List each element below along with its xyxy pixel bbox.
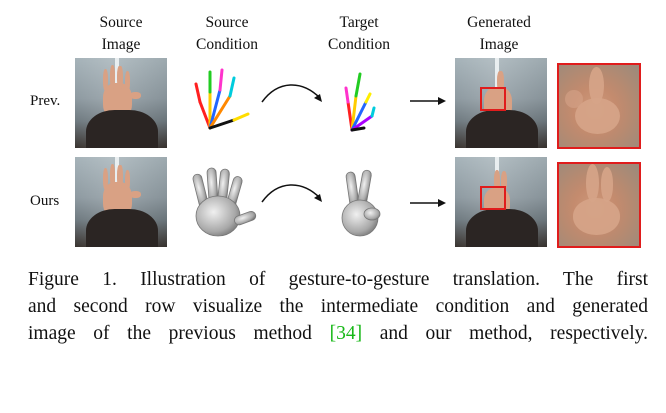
column-header-source-image: Source Image	[99, 14, 143, 53]
arrow-right-ours	[410, 199, 446, 207]
zoom-crop-prev	[557, 63, 641, 149]
source-image-prev	[75, 58, 167, 148]
arrow-curve-ours	[261, 184, 322, 203]
citation-link[interactable]: [34]	[329, 323, 363, 344]
caption-line-3: image of the previous method [34] and ou…	[28, 323, 648, 344]
highlight-box-ours	[479, 185, 506, 211]
target-condition-skeleton-prev	[344, 72, 376, 132]
generated-image-ours	[455, 157, 547, 247]
source-condition-skeleton-prev	[194, 68, 250, 130]
highlight-box-prev	[479, 86, 506, 112]
generated-image-prev	[455, 58, 547, 148]
row-label-ours: Ours	[30, 193, 60, 209]
caption-line-1: Figure 1. Illustration of gesture-to-ges…	[28, 269, 648, 290]
arrow-curve-prev	[261, 84, 322, 103]
source-image-ours	[75, 157, 167, 247]
arrow-right-prev	[410, 97, 446, 105]
row-label-prev: Prev.	[30, 93, 61, 109]
source-condition-mesh-ours	[192, 167, 257, 237]
caption-line-2: and second row visualize the intermediat…	[28, 296, 648, 317]
figure-caption: Figure 1. Illustration of gesture-to-ges…	[28, 266, 648, 347]
zoom-crop-ours	[557, 162, 641, 248]
column-header-source-condition: Source Condition	[195, 14, 258, 53]
column-header-generated-image: Generated Image	[467, 14, 531, 53]
column-header-target-condition: Target Condition	[327, 14, 390, 53]
target-condition-mesh-ours	[341, 169, 381, 237]
